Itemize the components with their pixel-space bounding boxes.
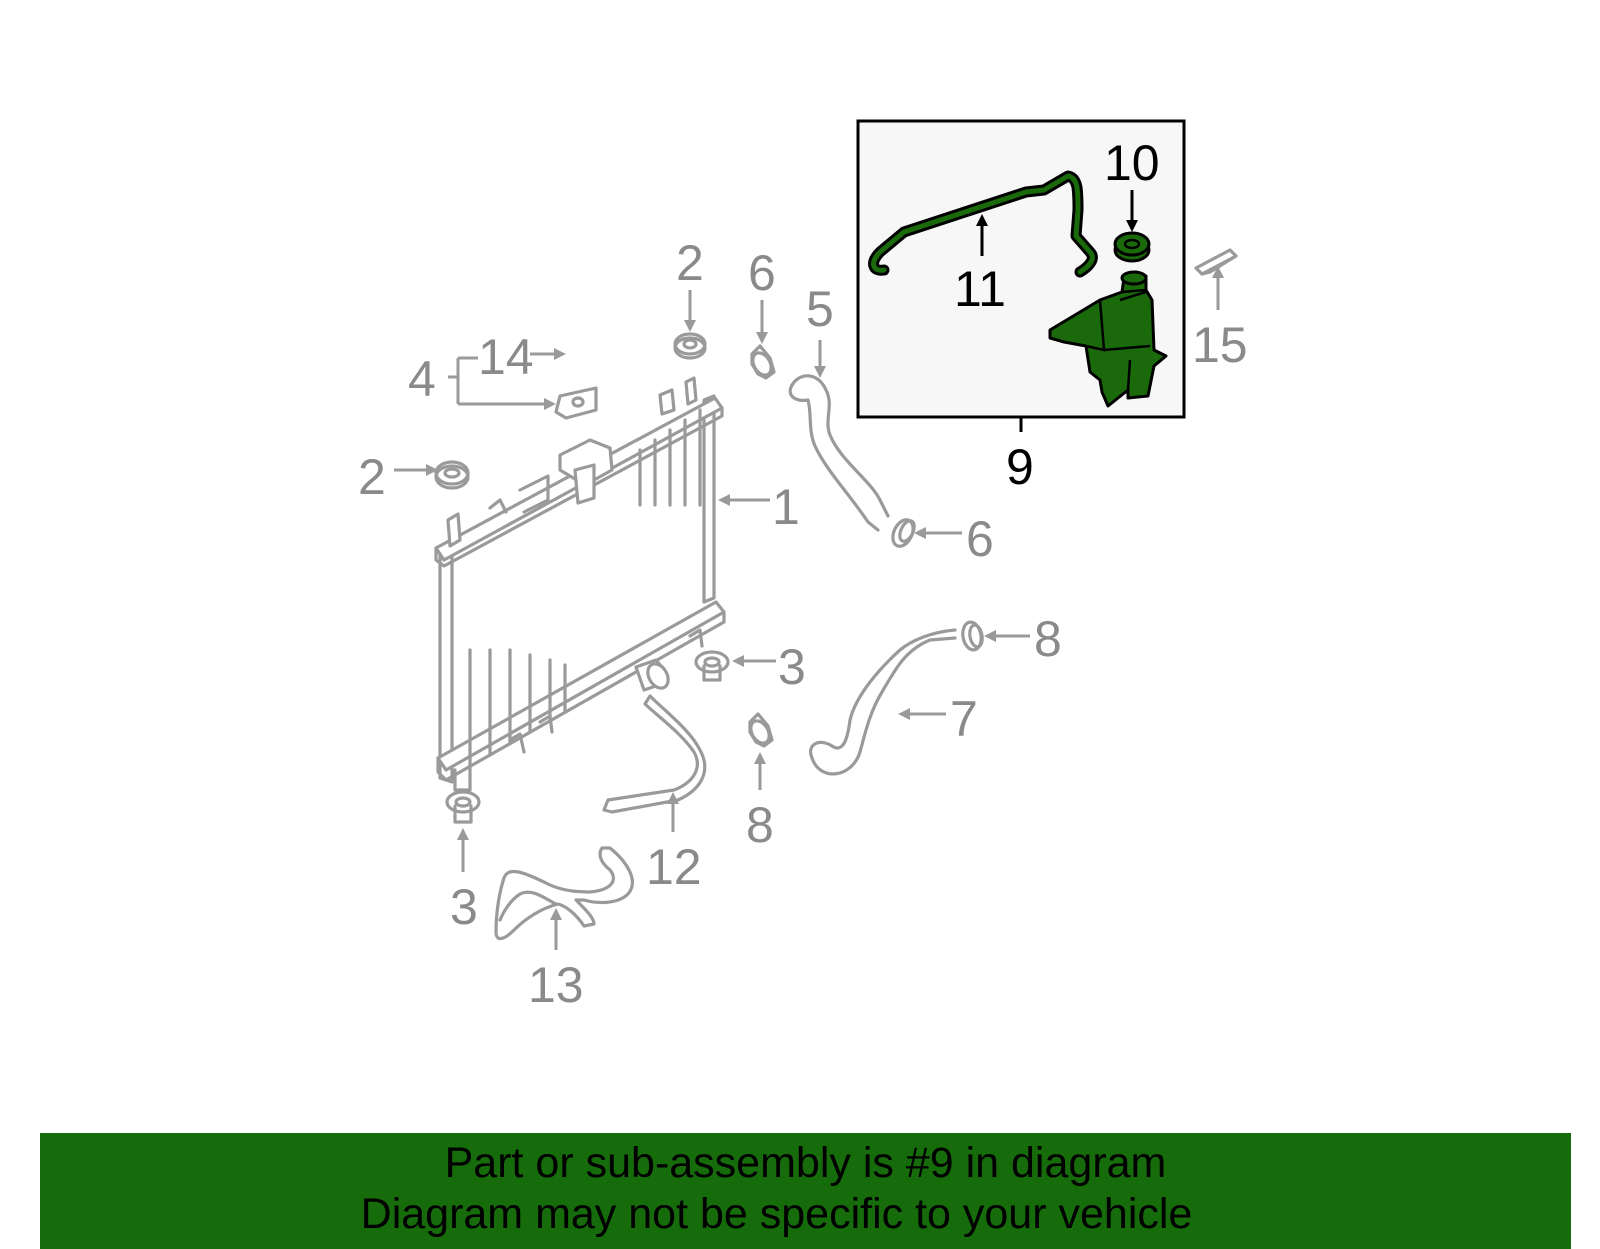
clamp-6-top[interactable] [749, 344, 776, 380]
bracket-14[interactable] [554, 386, 598, 420]
upper-radiator-hose[interactable] [788, 374, 890, 532]
clip-15[interactable] [1194, 248, 1238, 276]
hose-13[interactable] [494, 846, 634, 941]
radiator[interactable] [434, 376, 726, 792]
label-6-bottom: 6 [966, 511, 994, 567]
lower-radiator-hose[interactable] [809, 628, 957, 776]
label-4: 4 [408, 351, 436, 407]
hose-12[interactable] [602, 694, 707, 814]
banner-line-part: Part or sub-assembly is #9 in diagram [444, 1139, 1167, 1187]
overflow-hose-11[interactable] [868, 170, 1098, 278]
clamp-8-right[interactable] [961, 620, 984, 652]
label-13: 13 [528, 957, 584, 1013]
label-3-right: 3 [778, 639, 806, 695]
mount-3-right[interactable] [694, 650, 730, 682]
label-6-top: 6 [748, 245, 776, 301]
label-8-bottom: 8 [746, 797, 774, 853]
label-9: 9 [1006, 439, 1034, 495]
grey-leaders [394, 266, 1224, 950]
label-15: 15 [1192, 317, 1248, 373]
label-2-left: 2 [358, 449, 386, 505]
grommet-2-top[interactable] [673, 332, 707, 360]
callout-labels: 1 2 2 3 3 4 5 6 6 7 8 8 12 13 14 15 9 10… [358, 135, 1248, 1013]
label-5: 5 [806, 281, 834, 337]
label-1: 1 [772, 479, 800, 535]
label-7: 7 [950, 691, 978, 747]
info-banner: Part or sub-assembly is #9 in diagram Di… [40, 1133, 1571, 1249]
black-leaders [976, 190, 1138, 256]
mount-3-bottom[interactable] [445, 790, 481, 824]
label-11: 11 [954, 261, 1006, 317]
banner-line-disclaimer: Diagram may not be specific to your vehi… [360, 1190, 1193, 1238]
label-2-top: 2 [676, 235, 704, 291]
reservoir-cap-10[interactable] [1113, 231, 1151, 263]
coolant-reservoir-9[interactable] [1048, 270, 1168, 408]
label-3-bottom: 3 [450, 879, 478, 935]
label-14: 14 [478, 329, 534, 385]
label-10: 10 [1104, 135, 1160, 191]
label-8-right: 8 [1034, 611, 1062, 667]
label-12: 12 [646, 839, 702, 895]
grommet-2-left[interactable] [434, 460, 470, 490]
clamp-8-bottom[interactable] [747, 712, 774, 748]
clamp-6-bottom[interactable] [889, 517, 917, 550]
